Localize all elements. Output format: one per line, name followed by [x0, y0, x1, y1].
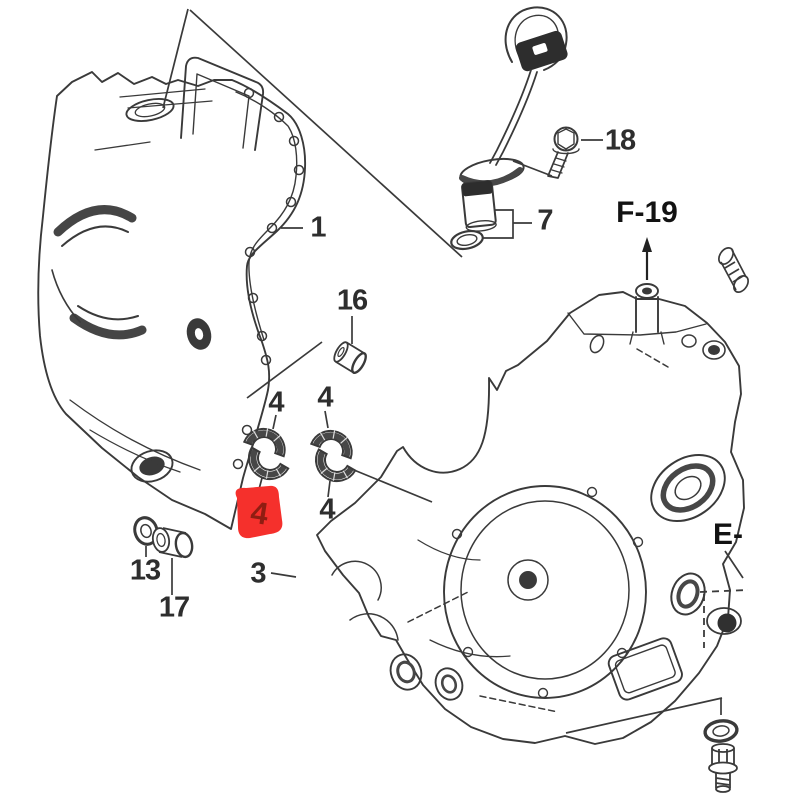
- oil-filler-hole: [125, 98, 175, 122]
- main-bearings-drawing: [244, 428, 355, 481]
- left-crankcase-drawing: [37, 56, 306, 530]
- sealing-washer-drawing: [703, 719, 739, 743]
- bolt-18-drawing: [547, 126, 580, 179]
- oil-dipstick-drawing: [450, 6, 568, 251]
- part-label-4-bottom-right[interactable]: 4: [319, 493, 335, 526]
- f19-arrow: [642, 237, 652, 280]
- gasket-window: [607, 637, 683, 701]
- cylinder-stud: [629, 283, 665, 345]
- hidden-lines: [407, 348, 669, 713]
- part-label-13[interactable]: 13: [129, 554, 161, 587]
- part-label-7[interactable]: 7: [537, 204, 553, 237]
- part-label-17[interactable]: 17: [158, 591, 190, 624]
- highlight-marker[interactable]: [235, 485, 283, 539]
- o-ring: [450, 229, 484, 251]
- part-label-4-top-left[interactable]: 4: [268, 386, 284, 419]
- part-label-1[interactable]: 1: [310, 211, 326, 244]
- oil-plug-dashed-drawing: [699, 589, 749, 648]
- drain-bolt-drawing: [708, 743, 738, 793]
- pointer-lines: [162, 8, 463, 258]
- ref-label-e[interactable]: E-: [713, 518, 743, 551]
- dipstick-grip: [515, 30, 568, 72]
- cavity-bolt-holes: [451, 486, 644, 699]
- bolt-holes: [232, 87, 305, 470]
- spring-fragment-drawing: [718, 247, 749, 293]
- bushing-17-drawing: [151, 527, 194, 559]
- right-crankcase-drawing: [316, 283, 745, 745]
- part-label-18[interactable]: 18: [604, 124, 636, 157]
- part-label-3[interactable]: 3: [250, 557, 266, 590]
- dipstick-body: [461, 179, 497, 232]
- washer-13-drawing: [133, 516, 159, 546]
- part-label-4-top-right[interactable]: 4: [317, 381, 333, 414]
- part-label-16[interactable]: 16: [336, 284, 368, 317]
- hanger-bracket: [180, 56, 265, 151]
- part7-bracket: [483, 209, 514, 239]
- dowel-pin-16-drawing: [333, 341, 367, 374]
- ref-label-f19[interactable]: F-19: [616, 196, 678, 229]
